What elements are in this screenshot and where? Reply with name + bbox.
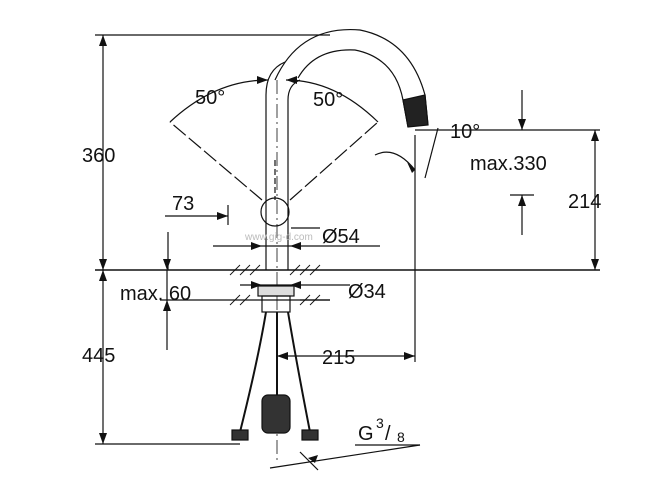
angle-arc-left bbox=[169, 79, 269, 123]
label-connection-den: 8 bbox=[397, 429, 405, 445]
label-angle-right: 50° bbox=[313, 89, 343, 111]
hose-weight bbox=[261, 394, 291, 434]
label-mount-diameter: Ø34 bbox=[348, 281, 386, 303]
connection-thread-mark bbox=[299, 451, 319, 471]
arrow-g38 bbox=[308, 455, 318, 463]
arrow-445-bottom bbox=[99, 433, 107, 444]
hose-left bbox=[239, 311, 267, 433]
mounting-shank bbox=[261, 295, 291, 313]
label-connection-main: G bbox=[358, 423, 374, 445]
label-spout-reach: 215 bbox=[322, 347, 355, 369]
label-spout-height: max.330 bbox=[470, 153, 547, 175]
label-height-total: 360 bbox=[82, 145, 115, 167]
arrow-360-bottom bbox=[99, 259, 107, 270]
label-connection-slash: / bbox=[385, 423, 391, 445]
arrow-50-right bbox=[286, 76, 297, 84]
arrow-10-deg bbox=[407, 162, 415, 173]
watermark: www.gig-d.com bbox=[244, 232, 313, 243]
arrow-215-right bbox=[404, 352, 415, 360]
tilt-arc bbox=[374, 151, 416, 171]
arrow-215-left bbox=[277, 352, 288, 360]
arrow-214-top bbox=[591, 130, 599, 141]
hose-connector-right bbox=[301, 429, 319, 441]
spout-arc-inner bbox=[297, 49, 409, 128]
arrow-50-left bbox=[257, 76, 268, 84]
arrow-60-top bbox=[163, 259, 171, 270]
lever-arm-right bbox=[289, 121, 379, 201]
arrow-73 bbox=[217, 212, 228, 220]
connection-callout-line bbox=[269, 444, 421, 469]
mounting-nut bbox=[257, 285, 295, 297]
spout-arc-outer bbox=[274, 28, 429, 126]
hose-right bbox=[287, 311, 311, 433]
arrow-54-left bbox=[251, 242, 262, 250]
label-hose-length: 445 bbox=[82, 345, 115, 367]
arrow-214-bottom bbox=[591, 259, 599, 270]
arrow-54-right bbox=[290, 242, 301, 250]
arrow-34-left bbox=[251, 281, 262, 289]
label-lever-offset: 73 bbox=[172, 193, 194, 215]
label-angle-left: 50° bbox=[195, 87, 225, 109]
label-connection-num: 3 bbox=[376, 415, 384, 431]
tilt-reference bbox=[424, 127, 439, 179]
arrow-360-top bbox=[99, 35, 107, 46]
label-outlet-height: 214 bbox=[568, 191, 601, 213]
arrow-330-top bbox=[518, 119, 526, 130]
hose-connector-left bbox=[231, 429, 249, 441]
arrow-60-bottom bbox=[163, 300, 171, 311]
label-deck-thickness: max. 60 bbox=[120, 283, 191, 305]
lever-arm-left bbox=[169, 121, 263, 201]
spout-tip bbox=[402, 94, 429, 128]
label-body-diameter: Ø54 bbox=[322, 226, 360, 248]
arrow-445-top bbox=[99, 270, 107, 281]
label-spout-tilt: 10° bbox=[450, 121, 480, 143]
lever-knob bbox=[260, 197, 290, 227]
arrow-330-bottom bbox=[518, 195, 526, 206]
arrow-34-right bbox=[290, 281, 301, 289]
